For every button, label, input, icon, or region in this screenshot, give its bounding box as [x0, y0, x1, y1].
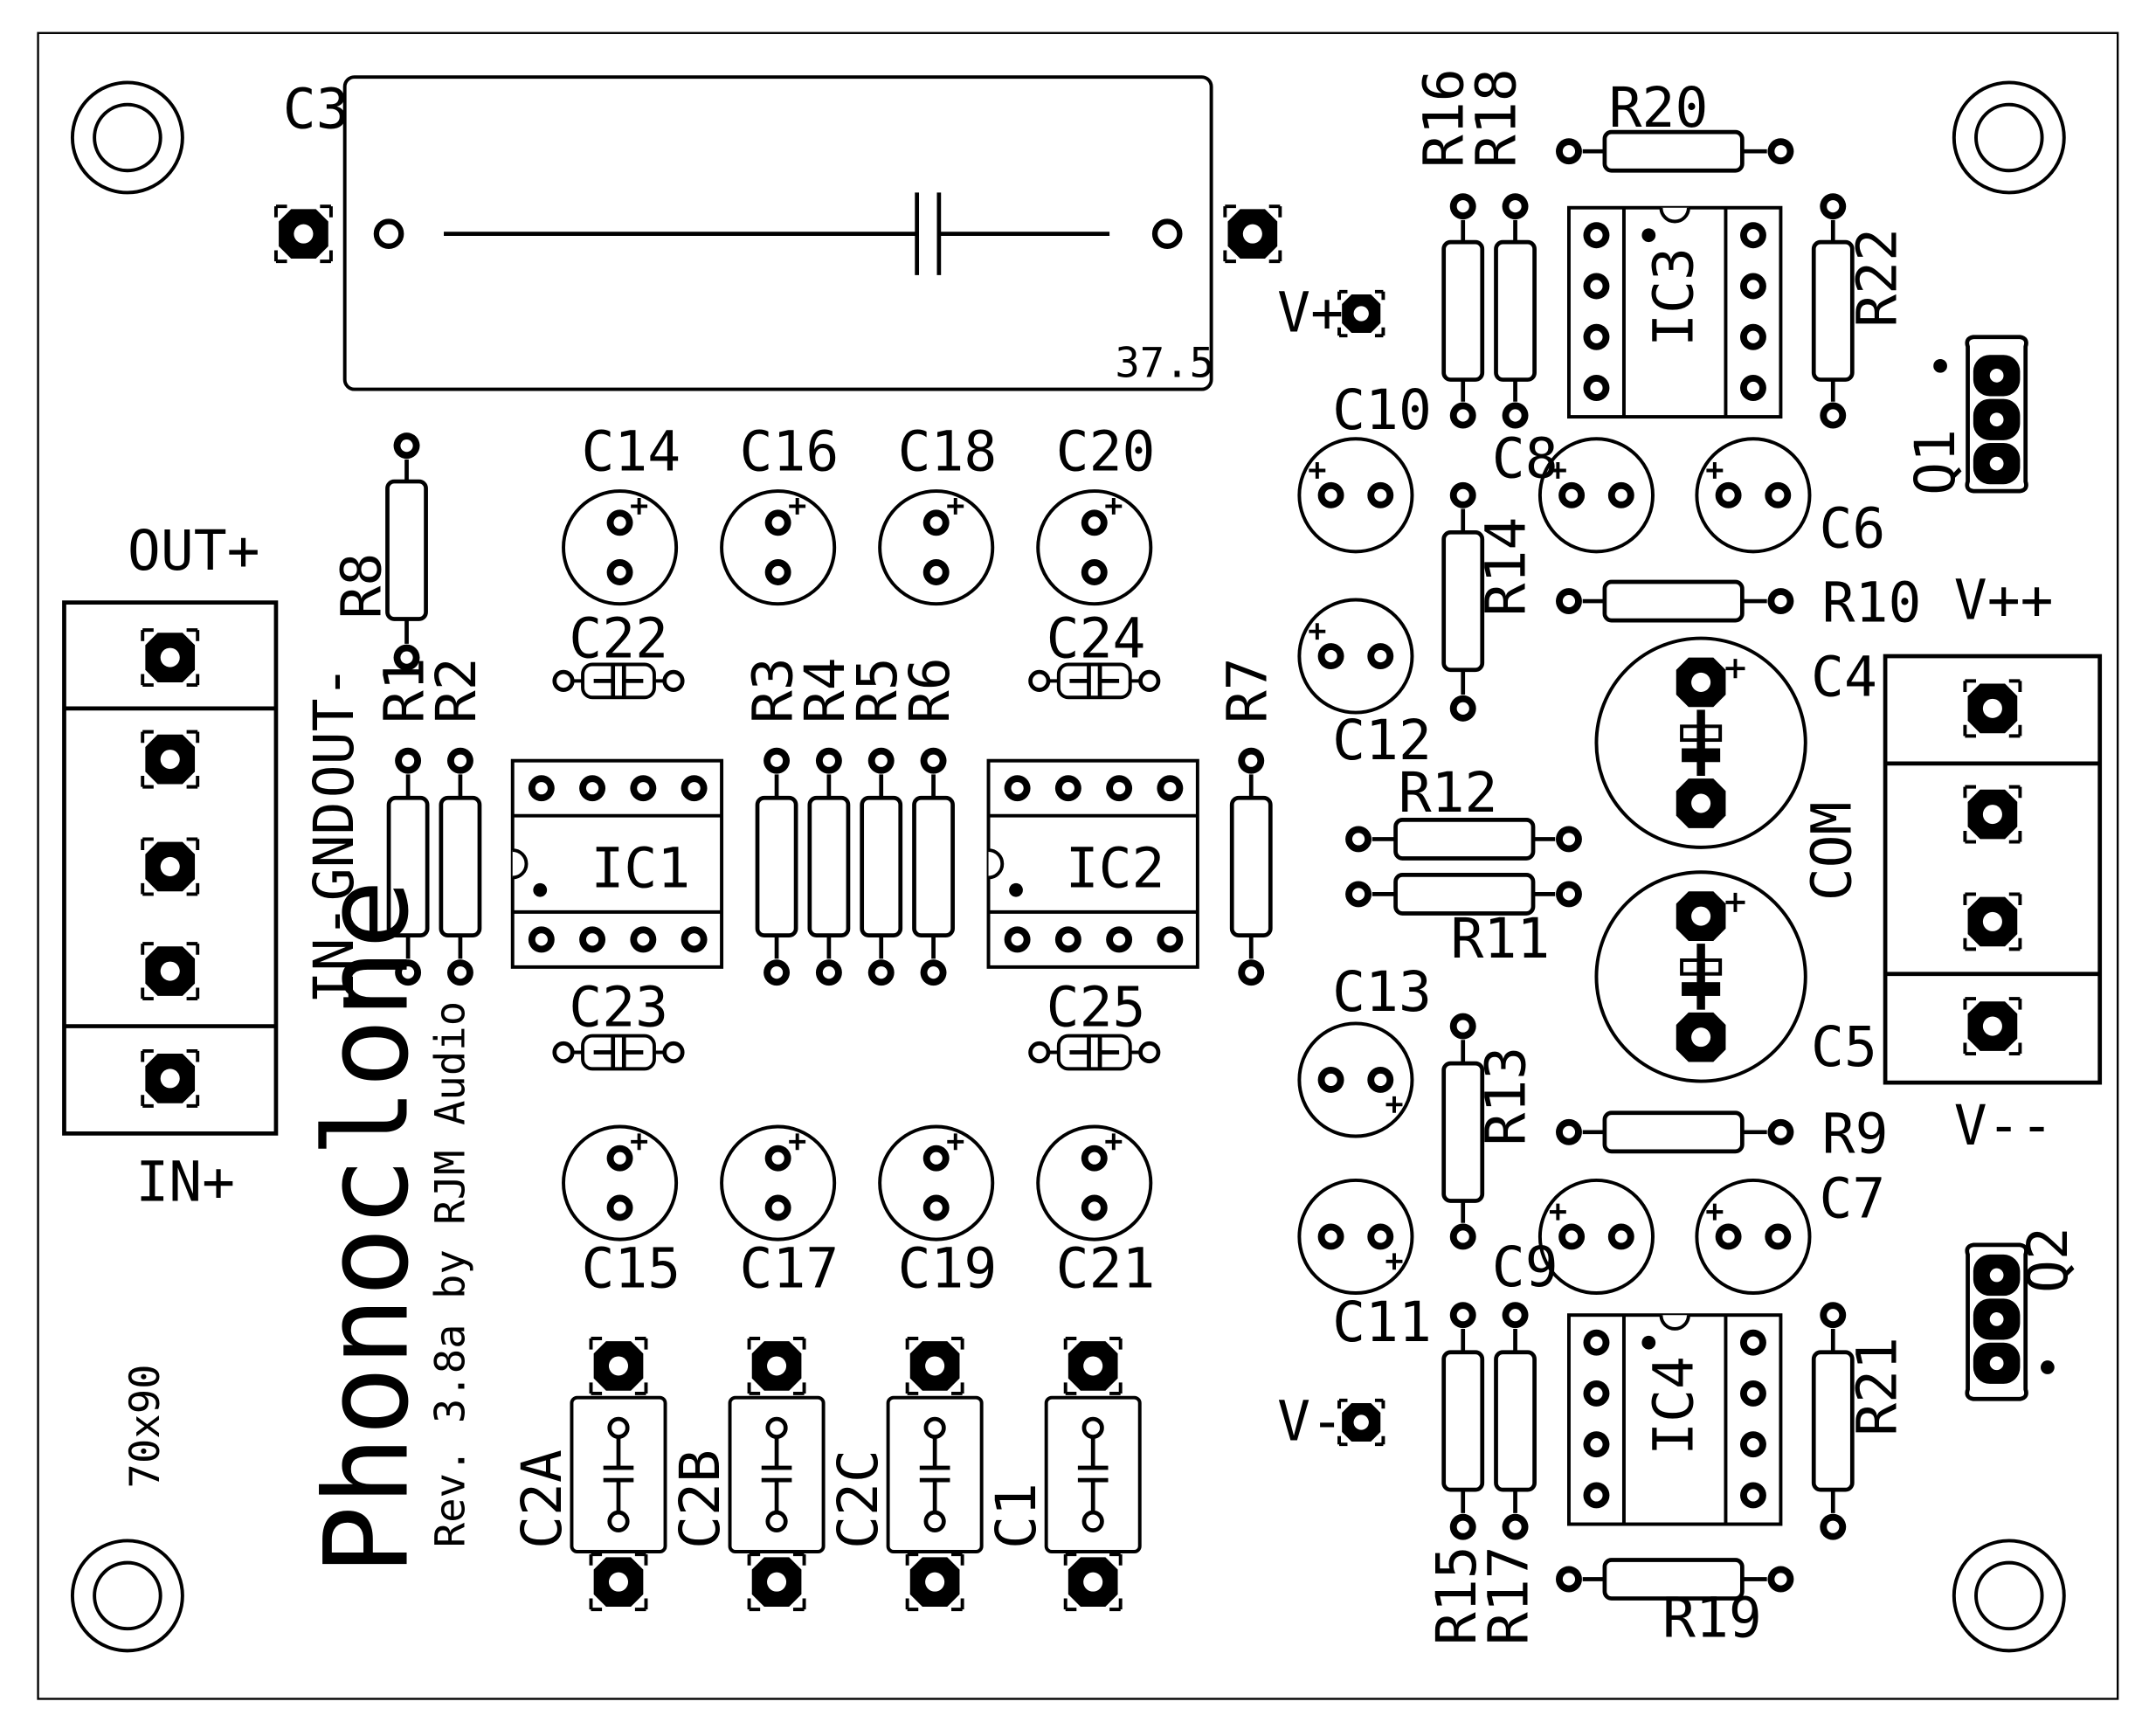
c11-label: C11 — [1332, 1290, 1432, 1354]
r13-r14-resistors: R14 R13 — [1444, 481, 1538, 1250]
ic-decoupling-caps: C8 C6 C9 C7 — [1492, 426, 1886, 1299]
r8-resistor: R8 — [330, 432, 426, 671]
c13-label: C13 — [1332, 960, 1432, 1024]
r16-label: R16 — [1413, 68, 1476, 168]
r7-resistor: R7 — [1216, 657, 1280, 986]
r19-label: R19 — [1662, 1587, 1762, 1650]
r8-label: R8 — [330, 553, 394, 619]
c18-label: C18 — [898, 419, 998, 483]
gnd-label: GND — [302, 802, 366, 902]
vpp-label: V++ — [1954, 569, 2054, 633]
r18-label: R18 — [1465, 68, 1529, 168]
c12-label: C12 — [1332, 709, 1432, 772]
c2b-label: C2B — [668, 1449, 732, 1549]
q2-label: Q2 — [2016, 1227, 2080, 1293]
r4-label: R4 — [793, 657, 857, 723]
r10-label: R10 — [1822, 571, 1922, 635]
q1-transistor: Q1 — [1904, 335, 2028, 495]
ic3-label: IC3 — [1642, 247, 1706, 347]
r6-label: R6 — [898, 657, 962, 723]
ic3: IC3 — [1569, 208, 1780, 417]
ic1-label: IC1 — [591, 837, 691, 901]
c1-label: C1 — [985, 1483, 1048, 1549]
c2a-label: C2A — [510, 1449, 574, 1549]
r21-label: R21 — [1846, 1337, 1910, 1436]
c22-label: C22 — [569, 607, 668, 671]
board-title: Phonoclone — [301, 880, 435, 1575]
out-minus-label: OUT- — [302, 666, 366, 799]
r21-r22-resistors: R22 R21 — [1814, 193, 1910, 1540]
r11-r12-resistors: R12 R11 — [1345, 761, 1582, 971]
c8-label: C8 — [1492, 426, 1558, 490]
c21-label: C21 — [1056, 1237, 1156, 1301]
c2c-label: C2C — [826, 1449, 890, 1549]
r2-label: R2 — [425, 657, 488, 723]
r12-label: R12 — [1399, 761, 1498, 825]
caps-top-row: C14 C16 C18 C20 — [563, 419, 1155, 604]
power-terminal-block: V++ V-- COM — [1800, 569, 2103, 1158]
c6-label: C6 — [1820, 497, 1886, 561]
r5-label: R5 — [846, 657, 909, 723]
r1-label: R1 — [372, 657, 436, 723]
out-plus-label: OUT+ — [128, 519, 260, 583]
c17-label: C17 — [740, 1237, 840, 1301]
c7-label: C7 — [1820, 1166, 1886, 1230]
supply-pads: V+ V- — [1277, 280, 1385, 1453]
c9-label: C9 — [1492, 1235, 1558, 1299]
q2-transistor: Q2 — [1965, 1227, 2080, 1401]
r1-r2-resistors: R1 R2 — [372, 657, 488, 986]
c5-label: C5 — [1811, 1015, 1877, 1079]
r9-label: R9 — [1822, 1102, 1889, 1165]
c15-label: C15 — [581, 1237, 681, 1301]
c10-label: C10 — [1332, 378, 1432, 442]
c4-label: C4 — [1811, 646, 1877, 709]
box-film-caps: C2A C2B C2C C1 — [510, 1337, 1140, 1612]
c23-label: C23 — [569, 976, 668, 1040]
r16-r18-resistors: R16 R18 — [1413, 68, 1535, 429]
horizontal-resistors-right: R20 R10 R9 R19 — [1556, 76, 1921, 1650]
in-plus-label: IN+ — [135, 1151, 235, 1214]
com-label: COM — [1800, 802, 1864, 902]
r3-r6-resistors: R3 R4 R5 R6 — [741, 657, 962, 986]
bulk-caps: C4 C5 — [1596, 639, 1877, 1082]
caps-bottom-row: C15 C17 C19 C21 — [563, 1127, 1155, 1301]
c25-label: C25 — [1047, 976, 1146, 1040]
vmm-label: V-- — [1954, 1094, 2054, 1158]
r15-r17-resistors: R15 R17 — [1425, 1302, 1541, 1645]
r22-label: R22 — [1846, 228, 1910, 328]
ic1: IC1 — [513, 761, 722, 967]
film-caps: C22 C24 C23 C25 — [555, 607, 1158, 1069]
q1-label: Q1 — [1904, 429, 1967, 495]
v-minus-label: V- — [1277, 1389, 1344, 1453]
input-output-terminal-block: OUT+ IN+ — [62, 519, 279, 1214]
c3-label: C3 — [283, 77, 349, 141]
c3-value: 37.5 — [1115, 339, 1214, 387]
v-plus-label: V+ — [1277, 280, 1344, 344]
ic4: IC4 — [1569, 1315, 1780, 1524]
c16-label: C16 — [740, 419, 840, 483]
c19-label: C19 — [898, 1237, 998, 1301]
r17-label: R17 — [1477, 1546, 1541, 1645]
ic2: IC2 — [989, 761, 1198, 967]
board-size: 70x90 — [121, 1364, 169, 1488]
r11-label: R11 — [1451, 907, 1551, 971]
ic4-label: IC4 — [1642, 1356, 1706, 1456]
board-subtitle: Rev. 3.8a by RJM Audio — [427, 1001, 475, 1547]
r7-label: R7 — [1216, 657, 1280, 723]
c24-label: C24 — [1047, 607, 1146, 671]
r13-label: R13 — [1475, 1047, 1538, 1146]
c14-label: C14 — [581, 419, 681, 483]
in-minus-label: IN- — [302, 905, 366, 1005]
r3-label: R3 — [741, 657, 805, 723]
left-supply-caps: C10 C12 C13 C11 — [1299, 378, 1432, 1354]
r20-label: R20 — [1609, 76, 1709, 140]
r14-label: R14 — [1475, 517, 1538, 617]
ic2-label: IC2 — [1066, 837, 1165, 901]
c20-label: C20 — [1056, 419, 1156, 483]
r15-label: R15 — [1425, 1546, 1489, 1645]
c3-capacitor: 37.5 C3 — [273, 75, 1282, 391]
